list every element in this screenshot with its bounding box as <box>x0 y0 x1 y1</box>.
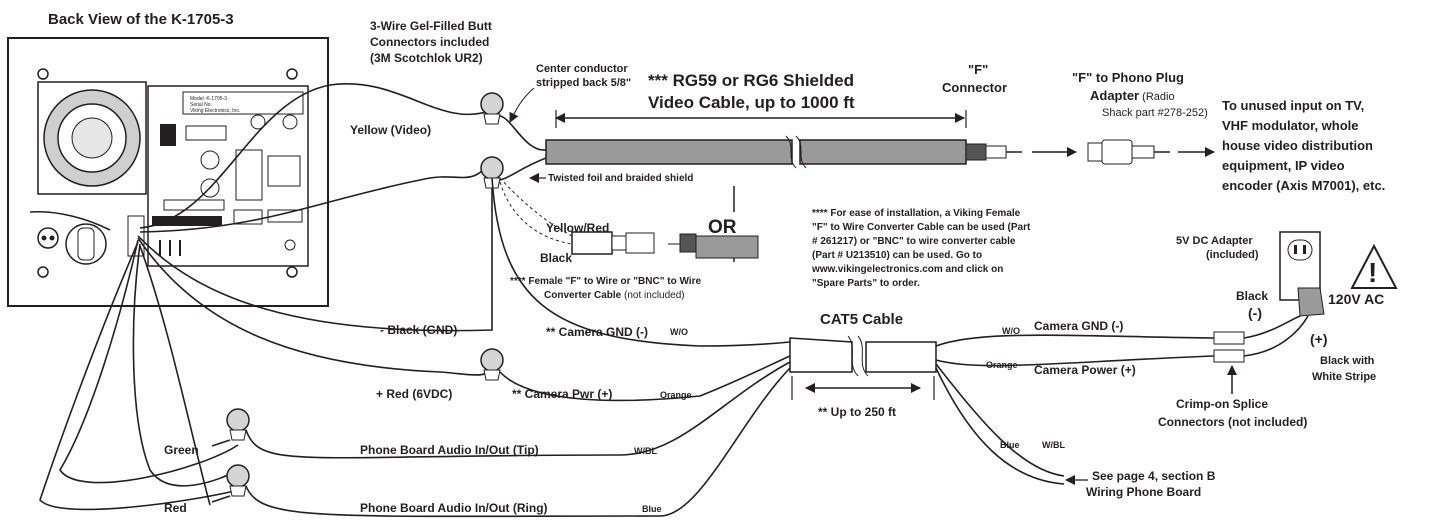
svg-text:!: ! <box>1368 257 1377 288</box>
svg-text:(3M Scotchlok UR2): (3M Scotchlok UR2) <box>370 51 483 65</box>
cable-gland-icon <box>37 223 107 265</box>
camera-gnd-right-label: Camera GND (-) <box>1034 319 1123 333</box>
svg-text:Blue: Blue <box>1000 440 1020 450</box>
svg-text:stripped back 5/8": stripped back 5/8" <box>536 77 631 89</box>
camera-pwr-left-label: ** Camera Pwr (+) <box>512 387 612 401</box>
svg-text:Model: K-1705-3: Model: K-1705-3 <box>190 96 227 102</box>
svg-text:White Stripe: White Stripe <box>1312 371 1376 383</box>
svg-text:**** For ease of installation,: **** For ease of installation, a Viking … <box>812 208 1021 219</box>
svg-text:encoder (Axis M7001), etc.: encoder (Axis M7001), etc. <box>1222 178 1385 193</box>
svg-text:www.vikingelectronics.com and: www.vikingelectronics.com and click on <box>811 264 1003 275</box>
dc-adapter-icon <box>1243 287 1325 357</box>
shield-label: Twisted foil and braided shield <box>548 173 693 184</box>
coax-cable <box>499 115 1022 181</box>
wire-label-black-gnd: - Black (GND) <box>380 323 457 337</box>
svg-text:# 261217) or "BNC" to wire con: # 261217) or "BNC" to wire converter cab… <box>812 236 1016 247</box>
camera-gnd-left-label: ** Camera GND (-) <box>546 325 648 339</box>
f-connector-label: "F" <box>968 62 988 77</box>
svg-text:To unused input on TV,: To unused input on TV, <box>1222 98 1364 113</box>
see-page-note: See page 4, section B <box>1092 469 1216 483</box>
butt-connector-icon <box>480 348 504 381</box>
svg-text:Connectors included: Connectors included <box>370 35 489 49</box>
svg-text:Orange: Orange <box>986 360 1018 370</box>
back-plate: Model: K-1705-3 Serial No. Viking Electr… <box>7 37 329 307</box>
adapter-black-label: Black <box>1236 289 1268 303</box>
diagram-title: Back View of the K-1705-3 <box>48 11 234 28</box>
svg-text:"Spare Parts" to order.: "Spare Parts" to order. <box>812 278 920 289</box>
svg-text:Shack part #278-252): Shack part #278-252) <box>1102 107 1208 119</box>
svg-text:W/O: W/O <box>670 327 688 337</box>
svg-text:Viking Electronics, Inc.: Viking Electronics, Inc. <box>190 108 240 114</box>
svg-text:Converter Cable (not included): Converter Cable (not included) <box>544 290 685 301</box>
svg-text:W/BL: W/BL <box>634 446 657 456</box>
adapter-label: "F" to Phono Plug <box>1072 70 1184 85</box>
butt-connector-icon <box>480 92 504 125</box>
wire-label-red: Red <box>164 501 187 515</box>
wire-label-red-6vdc: + Red (6VDC) <box>376 387 452 401</box>
wire-label-green: Green <box>164 443 199 457</box>
board-wires <box>29 83 493 511</box>
cat5-title: CAT5 Cable <box>820 311 903 328</box>
or-label: OR <box>708 217 737 238</box>
svg-text:equipment, IP video: equipment, IP video <box>1222 158 1345 173</box>
center-conductor-note: Center conductor <box>536 63 628 75</box>
svg-text:Video Cable, up to 1000 ft: Video Cable, up to 1000 ft <box>648 93 855 112</box>
svg-text:Adapter (Radio: Adapter (Radio <box>1090 88 1175 103</box>
ring-label: Phone Board Audio In/Out (Ring) <box>360 501 548 515</box>
crimp-splice-icon <box>1213 331 1245 363</box>
butt-connector-icon <box>226 408 250 441</box>
svg-text:house video distribution: house video distribution <box>1222 138 1373 153</box>
screw-hole-icon <box>37 266 49 278</box>
svg-text:VHF modulator, whole: VHF modulator, whole <box>1222 118 1359 133</box>
screw-hole-icon <box>37 68 49 80</box>
phono-plug-adapter-icon <box>1087 139 1170 165</box>
speaker-icon <box>37 81 147 195</box>
svg-text:Connector: Connector <box>942 80 1007 95</box>
screw-hole-icon <box>286 68 298 80</box>
converter-cable-icon <box>499 177 759 259</box>
svg-text:W/BL: W/BL <box>1042 440 1065 450</box>
camera-power-right-label: Camera Power (+) <box>1034 363 1136 377</box>
butt-connector-icon <box>226 464 250 497</box>
converter-cable-label: **** Female "F" to Wire or "BNC" to Wire <box>510 276 701 287</box>
destination-label: To unused input on TV, VHF modulator, wh… <box>1222 98 1385 193</box>
screw-hole-icon <box>286 266 298 278</box>
warning-icon: ! <box>1350 243 1398 289</box>
stripe-wire-label: Black with <box>1320 355 1375 367</box>
cat5-wires <box>211 177 1215 518</box>
voltage-label: 120V AC <box>1328 291 1384 307</box>
svg-text:Orange: Orange <box>660 390 692 400</box>
svg-text:Connectors (not included): Connectors (not included) <box>1158 415 1307 429</box>
svg-text:(-): (-) <box>1248 305 1262 321</box>
crimp-splice-label: Crimp-on Splice <box>1176 397 1268 411</box>
butt-connector-label: 3-Wire Gel-Filled Butt <box>370 19 492 33</box>
svg-text:(Part # U213510) can be used.: (Part # U213510) can be used. Go to <box>812 250 982 261</box>
svg-text:(+): (+) <box>1310 331 1328 347</box>
svg-text:Wiring Phone Board: Wiring Phone Board <box>1086 485 1201 499</box>
installation-note: **** For ease of installation, a Viking … <box>811 208 1031 289</box>
svg-text:W/O: W/O <box>1002 326 1020 336</box>
svg-text:(included): (included) <box>1206 249 1259 261</box>
wire-label-black: Black <box>540 251 572 265</box>
svg-text:"F" to Wire Converter Cable ca: "F" to Wire Converter Cable can be used … <box>812 222 1031 233</box>
tip-label: Phone Board Audio In/Out (Tip) <box>360 443 539 457</box>
wire-label-yellow: Yellow (Video) <box>350 123 431 137</box>
dc-adapter-label: 5V DC Adapter <box>1176 235 1253 247</box>
circuit-board: Model: K-1705-3 Serial No. Viking Electr… <box>127 85 309 267</box>
svg-text:Blue: Blue <box>642 504 662 514</box>
cat5-length-label: ** Up to 250 ft <box>818 405 896 419</box>
svg-text:Serial No.: Serial No. <box>190 102 212 108</box>
video-cable-label: *** RG59 or RG6 Shielded <box>648 71 854 90</box>
